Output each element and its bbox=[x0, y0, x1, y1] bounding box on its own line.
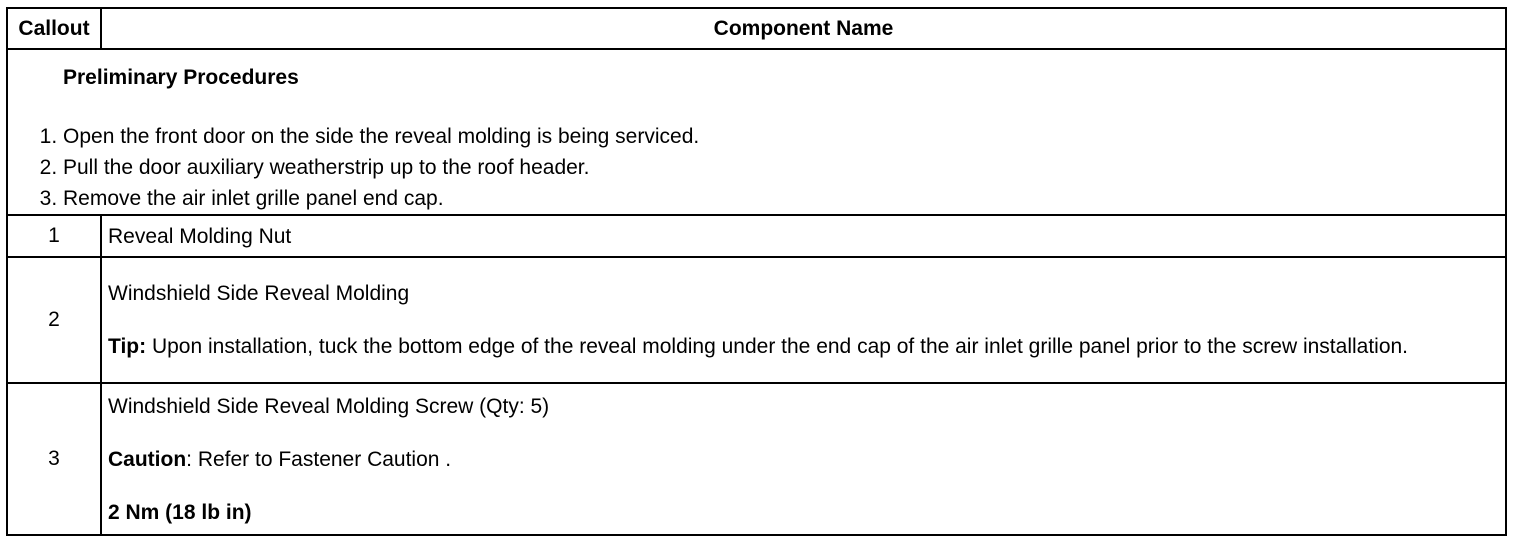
header-callout: Callout bbox=[6, 7, 102, 50]
step-number: 3. bbox=[39, 187, 58, 210]
torque-value: 2 Nm (18 lb in) bbox=[108, 500, 252, 524]
component-name: Windshield Side Reveal Molding Tip: Upon… bbox=[100, 256, 1507, 384]
torque-spec: 2 Nm (18 lb in) bbox=[108, 499, 1495, 526]
table-row: 2 Windshield Side Reveal Molding Tip: Up… bbox=[6, 256, 1507, 384]
callout-number: 2 bbox=[6, 256, 102, 384]
component-name: Reveal Molding Nut bbox=[100, 214, 1507, 258]
component-title: Windshield Side Reveal Molding bbox=[108, 282, 410, 305]
step-text: Remove the air inlet grille panel end ca… bbox=[63, 187, 444, 210]
header-row: Callout Component Name bbox=[6, 7, 1507, 50]
table-row: 1 Reveal Molding Nut bbox=[6, 214, 1507, 258]
preliminary-step: 3. Remove the air inlet grille panel end… bbox=[8, 183, 1505, 214]
table-row: 3 Windshield Side Reveal Molding Screw (… bbox=[6, 382, 1507, 536]
component-name: Windshield Side Reveal Molding Screw (Qt… bbox=[100, 382, 1507, 536]
caution-label: Caution bbox=[108, 447, 187, 471]
tip-note: Tip: Upon installation, tuck the bottom … bbox=[108, 333, 1495, 360]
preliminary-step: 2. Pull the door auxiliary weatherstrip … bbox=[8, 152, 1505, 183]
component-title: Reveal Molding Nut bbox=[108, 224, 292, 248]
component-title: Windshield Side Reveal Molding Screw (Qt… bbox=[108, 394, 550, 418]
preliminary-steps: 1. Open the front door on the side the r… bbox=[8, 121, 1505, 214]
preliminary-procedures: Preliminary Procedures 1. Open the front… bbox=[6, 48, 1507, 216]
tip-label: Tip: bbox=[108, 335, 147, 358]
step-text: Open the front door on the side the reve… bbox=[63, 125, 700, 148]
preliminary-step: 1. Open the front door on the side the r… bbox=[8, 121, 1505, 152]
tip-text: Upon installation, tuck the bottom edge … bbox=[146, 335, 1409, 358]
preliminary-row: Preliminary Procedures 1. Open the front… bbox=[6, 48, 1507, 216]
component-table: Callout Component Name Preliminary Proce… bbox=[6, 7, 1507, 536]
header-component-name: Component Name bbox=[100, 7, 1507, 50]
callout-number: 3 bbox=[6, 382, 102, 536]
step-text: Pull the door auxiliary weatherstrip up … bbox=[63, 156, 590, 179]
step-number: 1. bbox=[39, 125, 58, 148]
caution-note: Caution: Refer to Fastener Caution . bbox=[108, 446, 1495, 473]
step-number: 2. bbox=[39, 156, 58, 179]
callout-number: 1 bbox=[6, 214, 102, 258]
preliminary-title: Preliminary Procedures bbox=[63, 66, 299, 89]
caution-text: : Refer to Fastener Caution . bbox=[186, 447, 452, 471]
